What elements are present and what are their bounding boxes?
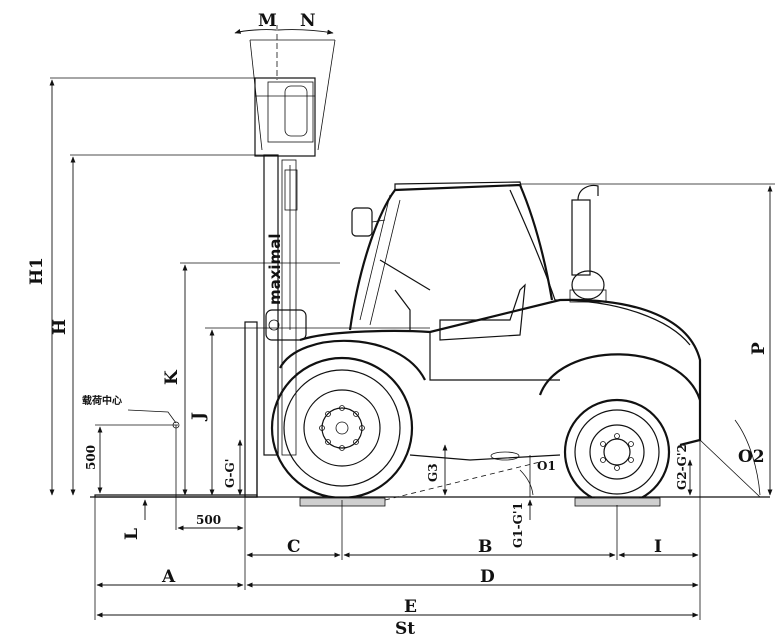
- rear-wheel: [563, 398, 671, 507]
- label-E: E: [404, 597, 417, 617]
- chassis-pivot: [490, 451, 520, 461]
- label-O2: O2: [738, 447, 765, 467]
- label-L: L: [122, 528, 142, 540]
- label-D: D: [480, 567, 495, 587]
- label-O1: O1: [537, 459, 556, 473]
- label-B: B: [478, 537, 492, 557]
- label-load-center: 载荷中心: [82, 394, 122, 407]
- label-C: C: [287, 537, 301, 557]
- label-I: I: [654, 537, 662, 557]
- label-J: J: [189, 412, 209, 422]
- brand-logo: maximal: [266, 234, 284, 305]
- label-G1-G1: G1-G'1: [511, 502, 525, 548]
- label-M: M: [258, 11, 277, 31]
- label-P: P: [749, 342, 769, 355]
- dimension-lines: [49, 25, 775, 620]
- mast: [263, 154, 307, 456]
- raised-carriage: [254, 77, 316, 157]
- label-G2-G2: G2-G'2: [675, 444, 689, 490]
- front-wheel: [270, 356, 414, 507]
- label-A: A: [161, 567, 176, 587]
- label-St: St: [395, 619, 415, 639]
- label-500-vertical: 500: [84, 445, 98, 470]
- label-N: N: [300, 11, 316, 31]
- label-500-horizontal: 500: [196, 513, 221, 527]
- label-H1: H1: [27, 257, 47, 285]
- label-H: H: [50, 319, 70, 335]
- fork: [94, 321, 258, 498]
- forklift-illustration: [94, 77, 702, 507]
- label-G3: G3: [426, 463, 440, 482]
- label-G-G: G-G': [223, 459, 237, 488]
- cab: [279, 181, 702, 447]
- label-K: K: [162, 369, 182, 385]
